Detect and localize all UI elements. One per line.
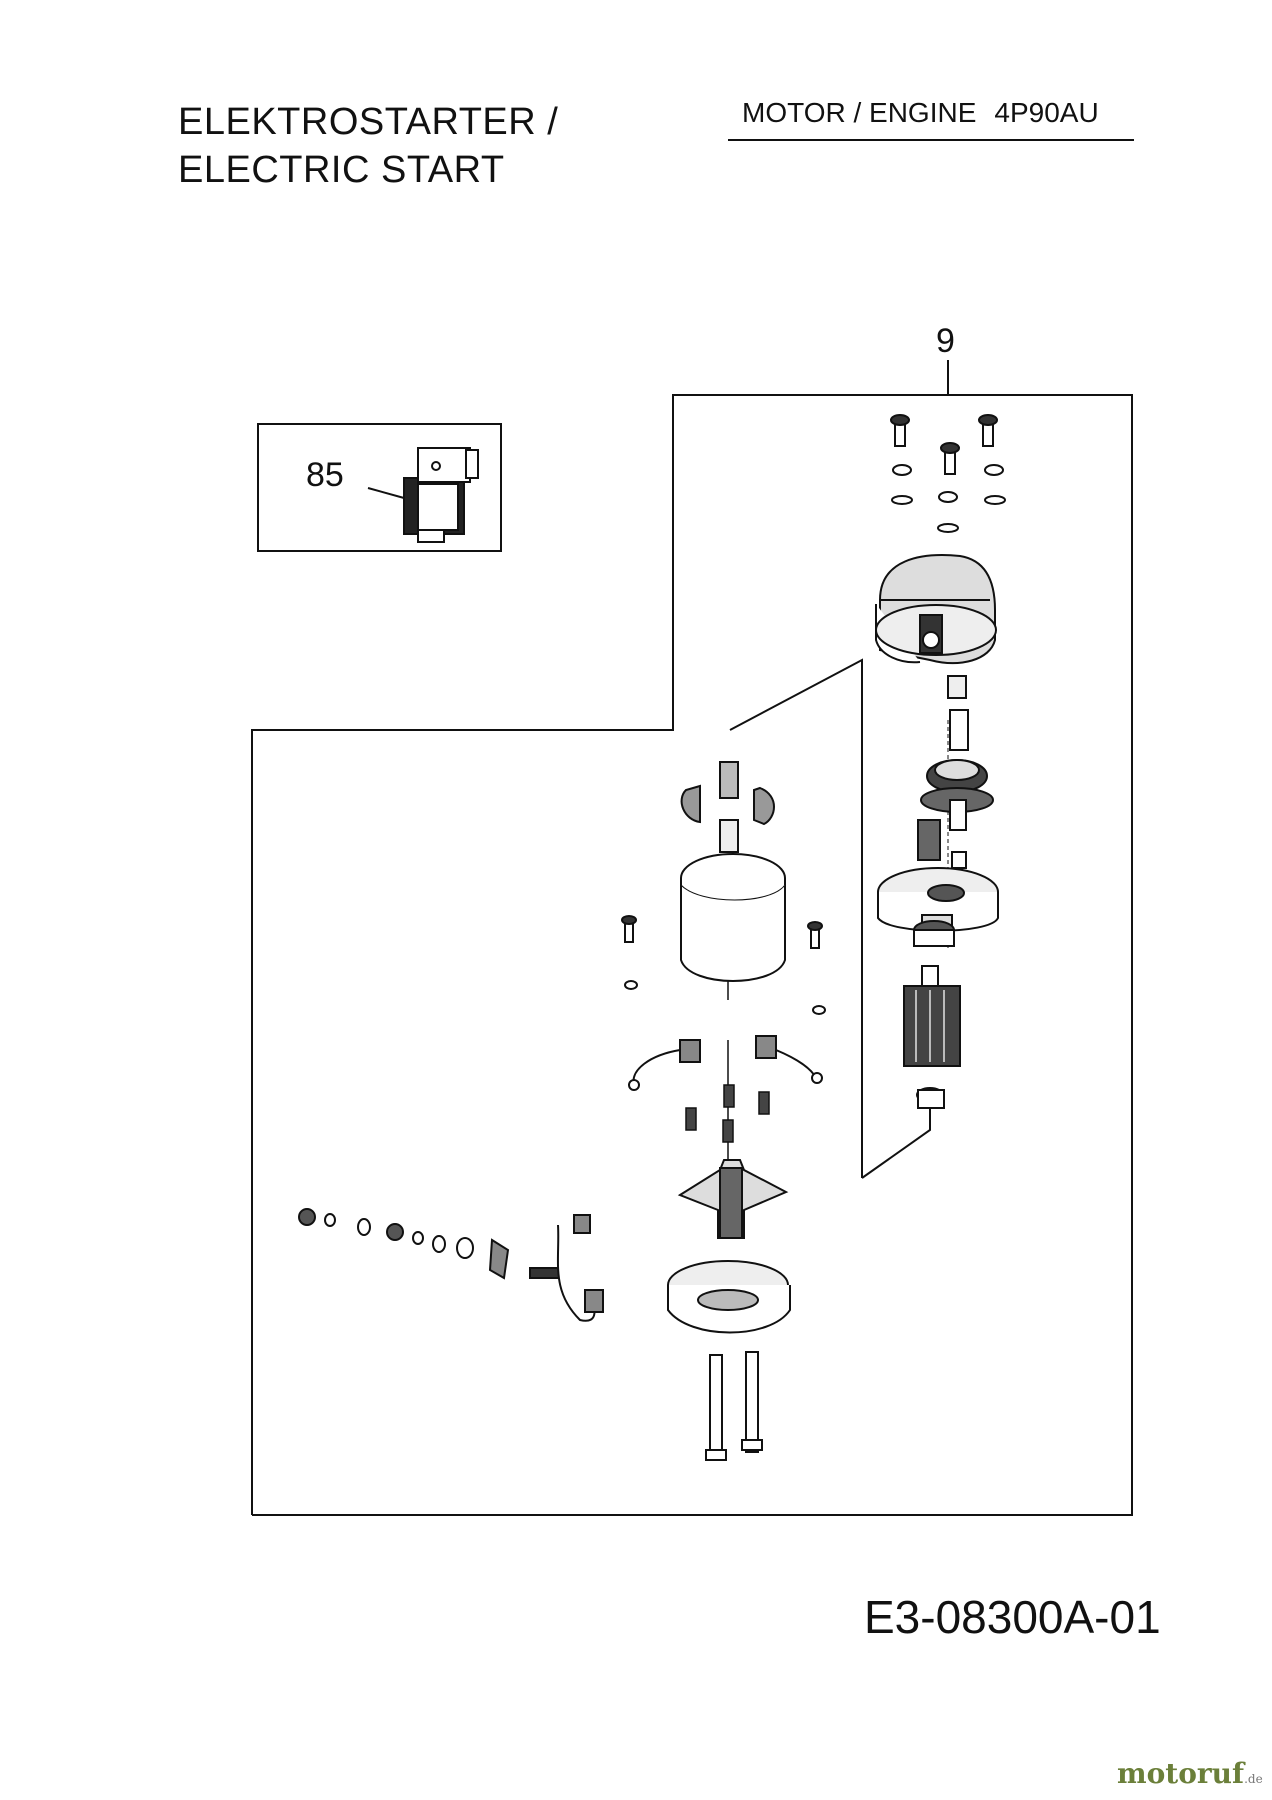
yoke-screws xyxy=(621,915,826,1015)
diagram-title: ELEKTROSTARTER / ELECTRIC START xyxy=(178,98,558,194)
brand-tld: .de xyxy=(1244,1772,1263,1786)
diagram-code: E3-08300A-01 xyxy=(864,1591,1161,1643)
top-screws xyxy=(890,414,1006,533)
brush-holder xyxy=(677,1159,789,1239)
rear-cover xyxy=(667,1260,791,1334)
rectifier-part xyxy=(403,447,479,543)
engine-label: MOTOR / ENGINE 4P90AU xyxy=(742,97,1099,129)
brush-springs xyxy=(685,1084,770,1143)
through-bolts xyxy=(705,1351,763,1461)
engine-model: 4P90AU xyxy=(994,97,1099,128)
brand-logo: motoruf.de xyxy=(1117,1757,1263,1790)
callout-85: 85 xyxy=(306,456,344,494)
title-line-1: ELEKTROSTARTER / xyxy=(178,101,559,143)
housing-leader xyxy=(729,658,863,1178)
starter-assembly-boundary xyxy=(251,394,1133,1516)
callout-9: 9 xyxy=(936,322,955,360)
drive-end-housing xyxy=(875,554,997,664)
motor-yoke xyxy=(680,853,786,982)
armature-leader xyxy=(861,1108,931,1179)
drive-gear xyxy=(920,675,994,831)
rectifier-box xyxy=(257,423,502,552)
field-magnets xyxy=(680,761,775,853)
brushes xyxy=(628,1035,823,1091)
title-line-2: ELECTRIC START xyxy=(178,149,505,191)
pinion-gear xyxy=(917,819,967,869)
armature xyxy=(903,920,961,1109)
brand-name: motoruf xyxy=(1117,1757,1245,1790)
engine-label-text: MOTOR / ENGINE xyxy=(742,97,977,128)
engine-label-rule xyxy=(728,139,1134,141)
callout-85-leader xyxy=(367,487,405,499)
terminal-hardware xyxy=(298,1208,604,1322)
